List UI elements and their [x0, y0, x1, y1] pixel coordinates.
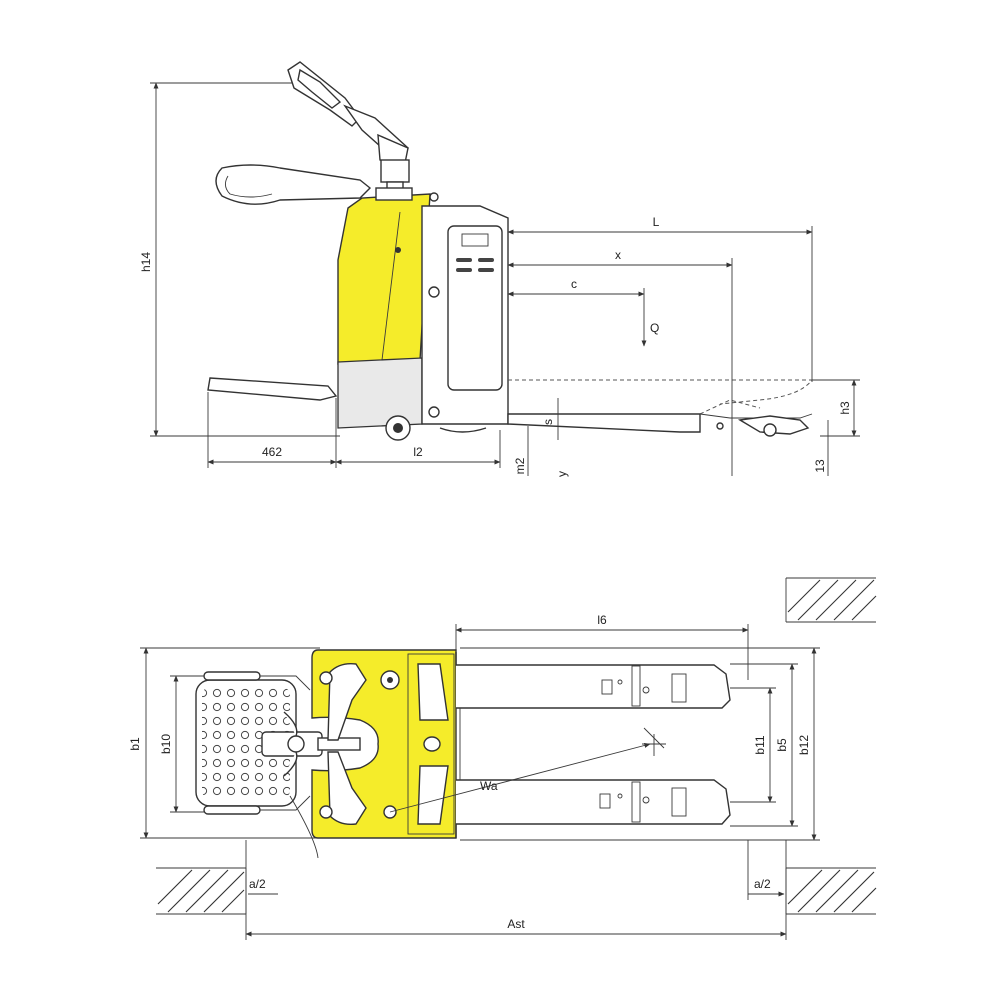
platform — [207, 377, 338, 401]
label-h13: 13 — [813, 459, 827, 473]
label-l2: l2 — [413, 445, 423, 459]
label-462: 462 — [262, 445, 282, 459]
dim-L: L — [507, 215, 813, 382]
side-view: h14 — [139, 61, 860, 477]
dim-c: c Q — [507, 277, 659, 347]
dim-s: s — [541, 398, 559, 440]
tiller-top — [261, 711, 361, 859]
label-l6: l6 — [597, 613, 607, 627]
top-view: l6 b1 b10 — [128, 577, 877, 940]
dim-Ast: Ast — [245, 917, 787, 937]
label-Wa: Wa — [480, 779, 498, 793]
forks-top — [455, 652, 731, 838]
label-b1: b1 — [128, 737, 142, 751]
label-h3: h3 — [838, 401, 852, 415]
dim-h14: h14 — [139, 82, 340, 437]
dim-b5: b5 — [730, 663, 798, 827]
label-s: s — [541, 419, 555, 425]
dim-h13: 13 — [813, 420, 829, 476]
label-c: c — [571, 277, 577, 291]
fork-side — [507, 413, 701, 433]
label-y: y — [555, 471, 569, 477]
wall-bottom-right — [785, 867, 877, 915]
label-h14: h14 — [139, 252, 153, 272]
chassis-yellow — [337, 193, 431, 365]
dim-b12: b12 — [460, 647, 820, 841]
wall-top-right — [785, 577, 877, 623]
label-a2-right: a/2 — [754, 877, 771, 891]
dim-b1: b1 — [128, 647, 320, 839]
dim-b11: b11 — [730, 687, 776, 803]
label-b10: b10 — [159, 734, 173, 754]
dim-a2-right: a/2 — [747, 840, 787, 940]
label-m2: m2 — [513, 457, 527, 474]
dim-462-l2: 462 l2 — [207, 392, 501, 468]
vent-slots — [456, 258, 494, 272]
label-Ast: Ast — [507, 917, 525, 931]
label-Q: Q — [650, 321, 659, 335]
wall-bottom-left — [156, 867, 247, 915]
turning-radius-wa: Wa — [389, 727, 666, 813]
dim-a2-left: a/2 — [245, 840, 278, 940]
chassis-base — [337, 357, 423, 429]
label-a2-left: a/2 — [249, 877, 266, 891]
label-x: x — [615, 248, 621, 262]
dim-x: x — [507, 248, 733, 476]
label-L: L — [653, 215, 660, 229]
dim-b10: b10 — [159, 675, 210, 813]
operator-handle — [215, 164, 372, 205]
label-b5: b5 — [775, 738, 789, 752]
dim-l6: l6 — [455, 613, 749, 680]
label-b12: b12 — [797, 735, 811, 755]
label-b11: b11 — [753, 735, 767, 754]
dim-m2: m2 y — [513, 426, 569, 477]
tiller — [287, 61, 410, 193]
dim-h3: h3 — [812, 379, 860, 437]
